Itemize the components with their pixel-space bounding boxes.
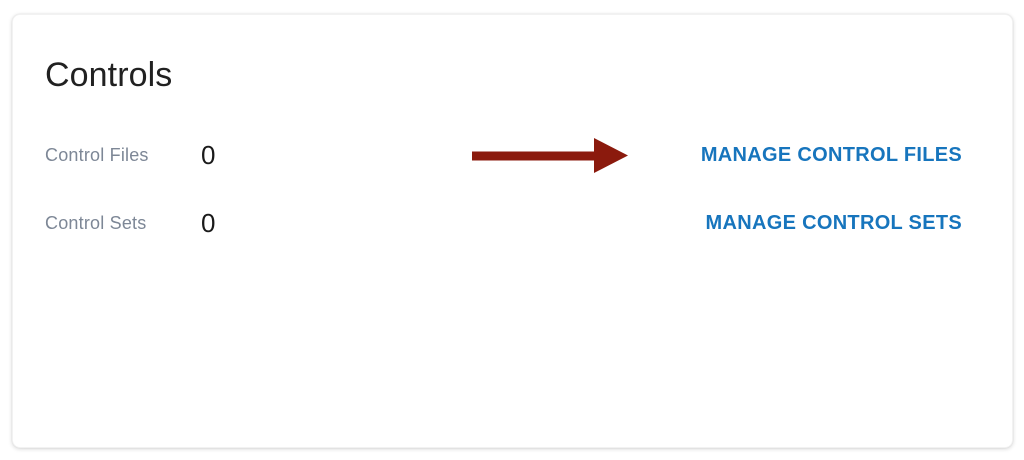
manage-control-files-button[interactable]: MANAGE CONTROL FILES bbox=[685, 137, 978, 173]
card-title: Controls bbox=[45, 56, 173, 94]
control-files-label: Control Files bbox=[45, 144, 149, 165]
control-files-row: Control Files 0 MANAGE CONTROL FILES bbox=[45, 135, 978, 175]
control-sets-label: Control Sets bbox=[45, 212, 147, 233]
control-sets-row: Control Sets 0 MANAGE CONTROL SETS bbox=[45, 203, 978, 243]
manage-control-sets-button[interactable]: MANAGE CONTROL SETS bbox=[690, 205, 978, 241]
controls-card: Controls Control Files 0 MANAGE CONTROL … bbox=[12, 14, 1013, 448]
stat-rows: Control Files 0 MANAGE CONTROL FILES Con… bbox=[45, 135, 978, 243]
control-sets-count: 0 bbox=[201, 207, 216, 238]
control-files-count: 0 bbox=[201, 139, 216, 170]
